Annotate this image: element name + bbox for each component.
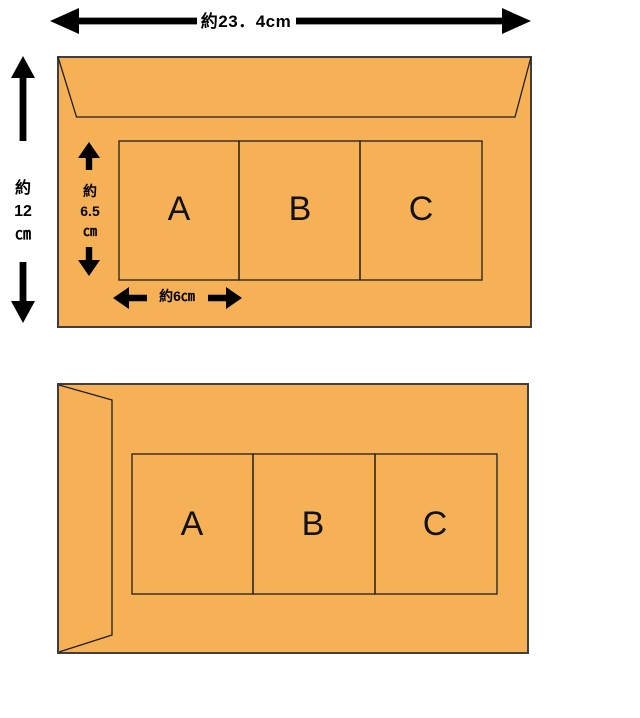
height-arrow-up: [11, 56, 35, 141]
card-front-c-box: [359, 140, 483, 281]
card-height-arrow-up: [78, 142, 100, 170]
card-height-label-line2: 6.5: [80, 203, 100, 219]
envelope-front-flap-outline: [57, 56, 532, 118]
card-back-a-label: A: [180, 505, 204, 543]
envelope-height-label: 約 12 ㎝: [2, 177, 44, 246]
card-width-arrow-left: [113, 287, 147, 309]
card-height-label-line3: ㎝: [83, 223, 97, 239]
envelope-back-body: [57, 383, 529, 654]
envelope-height-label-line3: ㎝: [14, 226, 31, 243]
width-arrow-right: [296, 8, 531, 34]
width-arrow-left: [50, 8, 197, 34]
card-height-label: 約 6.5 ㎝: [68, 181, 112, 241]
card-back-c-label: C: [422, 505, 448, 543]
card-height-arrow-down: [78, 247, 100, 276]
envelope-width-label: 約23．4cm: [200, 12, 292, 31]
back-view-envelope: [57, 383, 529, 654]
card-back-c-box: [374, 453, 498, 595]
envelope-height-label-line1: 約: [14, 180, 31, 197]
envelope-height-label-line2: 12: [14, 203, 32, 220]
card-height-label-line1: 約: [83, 183, 97, 199]
card-width-arrow-right: [208, 287, 242, 309]
card-width-label: 約6㎝: [159, 288, 195, 304]
dimension-arrows: [11, 8, 531, 323]
envelope-back-flap-outline: [58, 384, 113, 653]
card-front-b-label: B: [288, 190, 312, 228]
envelope-front-body: [57, 56, 532, 328]
front-view-envelope: [57, 56, 532, 328]
card-back-b-label: B: [301, 505, 325, 543]
card-front-a-label: A: [167, 190, 191, 228]
height-arrow-down: [11, 262, 35, 323]
card-front-c-label: C: [408, 190, 434, 228]
